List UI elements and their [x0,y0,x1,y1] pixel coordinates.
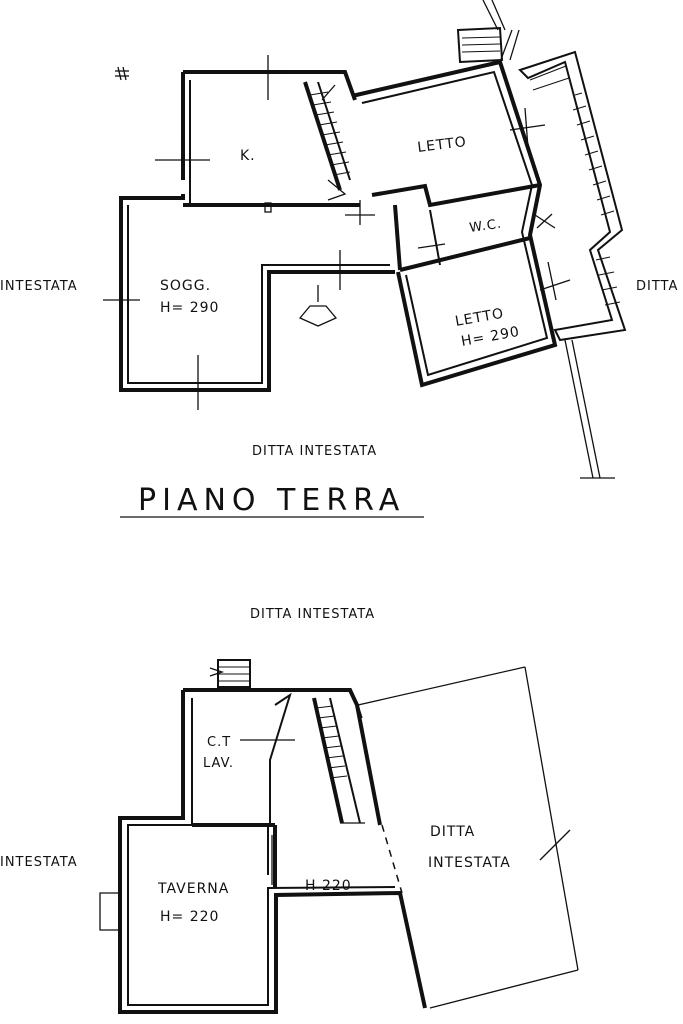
room-label-living: SOGG. [160,278,211,294]
corridor-height: H 220 [305,878,352,894]
entrance-step [456,0,506,64]
ground-stair [303,81,351,201]
ceiling-lamp-icon [298,285,338,327]
basement-openings [99,689,295,935]
room-height-bedroom-bottom: H= 290 [460,324,521,350]
living-kitchen-walls [119,70,395,392]
right-hatched-porch [518,50,627,479]
room-height-living: H= 290 [160,300,219,316]
ground-floor-plan: K. LETTO W.C. SOGG. H= 290 LETTO H= 290 … [0,0,678,518]
room-label-taverna: TAVERNA [157,881,229,897]
room-label-kitchen: K. [240,148,256,164]
neighbour-right-basement-line2: INTESTATA [428,855,511,871]
basement-entry-step [209,659,251,688]
room-label-boiler: C.T [207,735,231,750]
ground-floor-title: PIANO TERRA [138,483,405,518]
north-arrow-icon [115,66,129,81]
ground-openings [103,55,571,410]
room-label-bedroom-top: LETTO [417,134,468,156]
neighbour-right-ground: DITTA [636,279,678,294]
neighbour-bottom-ground: DITTA INTESTATA [252,444,377,459]
basement-neighbour-parcel [357,666,579,1009]
room-label-laundry: LAV. [203,756,234,771]
room-label-bedroom-bottom: LETTO [454,306,506,330]
basement-top-label: DITTA INTESTATA [250,607,375,622]
room-label-wc: W.C. [468,217,502,236]
neighbour-left-ground: INTESTATA [0,279,78,294]
basement-plan: DITTA INTESTATA [0,607,579,1014]
basement-stair [312,697,365,824]
bedroom-wing-walls [351,29,558,388]
room-height-taverna: H= 220 [160,909,219,925]
neighbour-left-basement: INTESTATA [0,855,78,870]
neighbour-right-basement-line1: DITTA [430,824,475,840]
